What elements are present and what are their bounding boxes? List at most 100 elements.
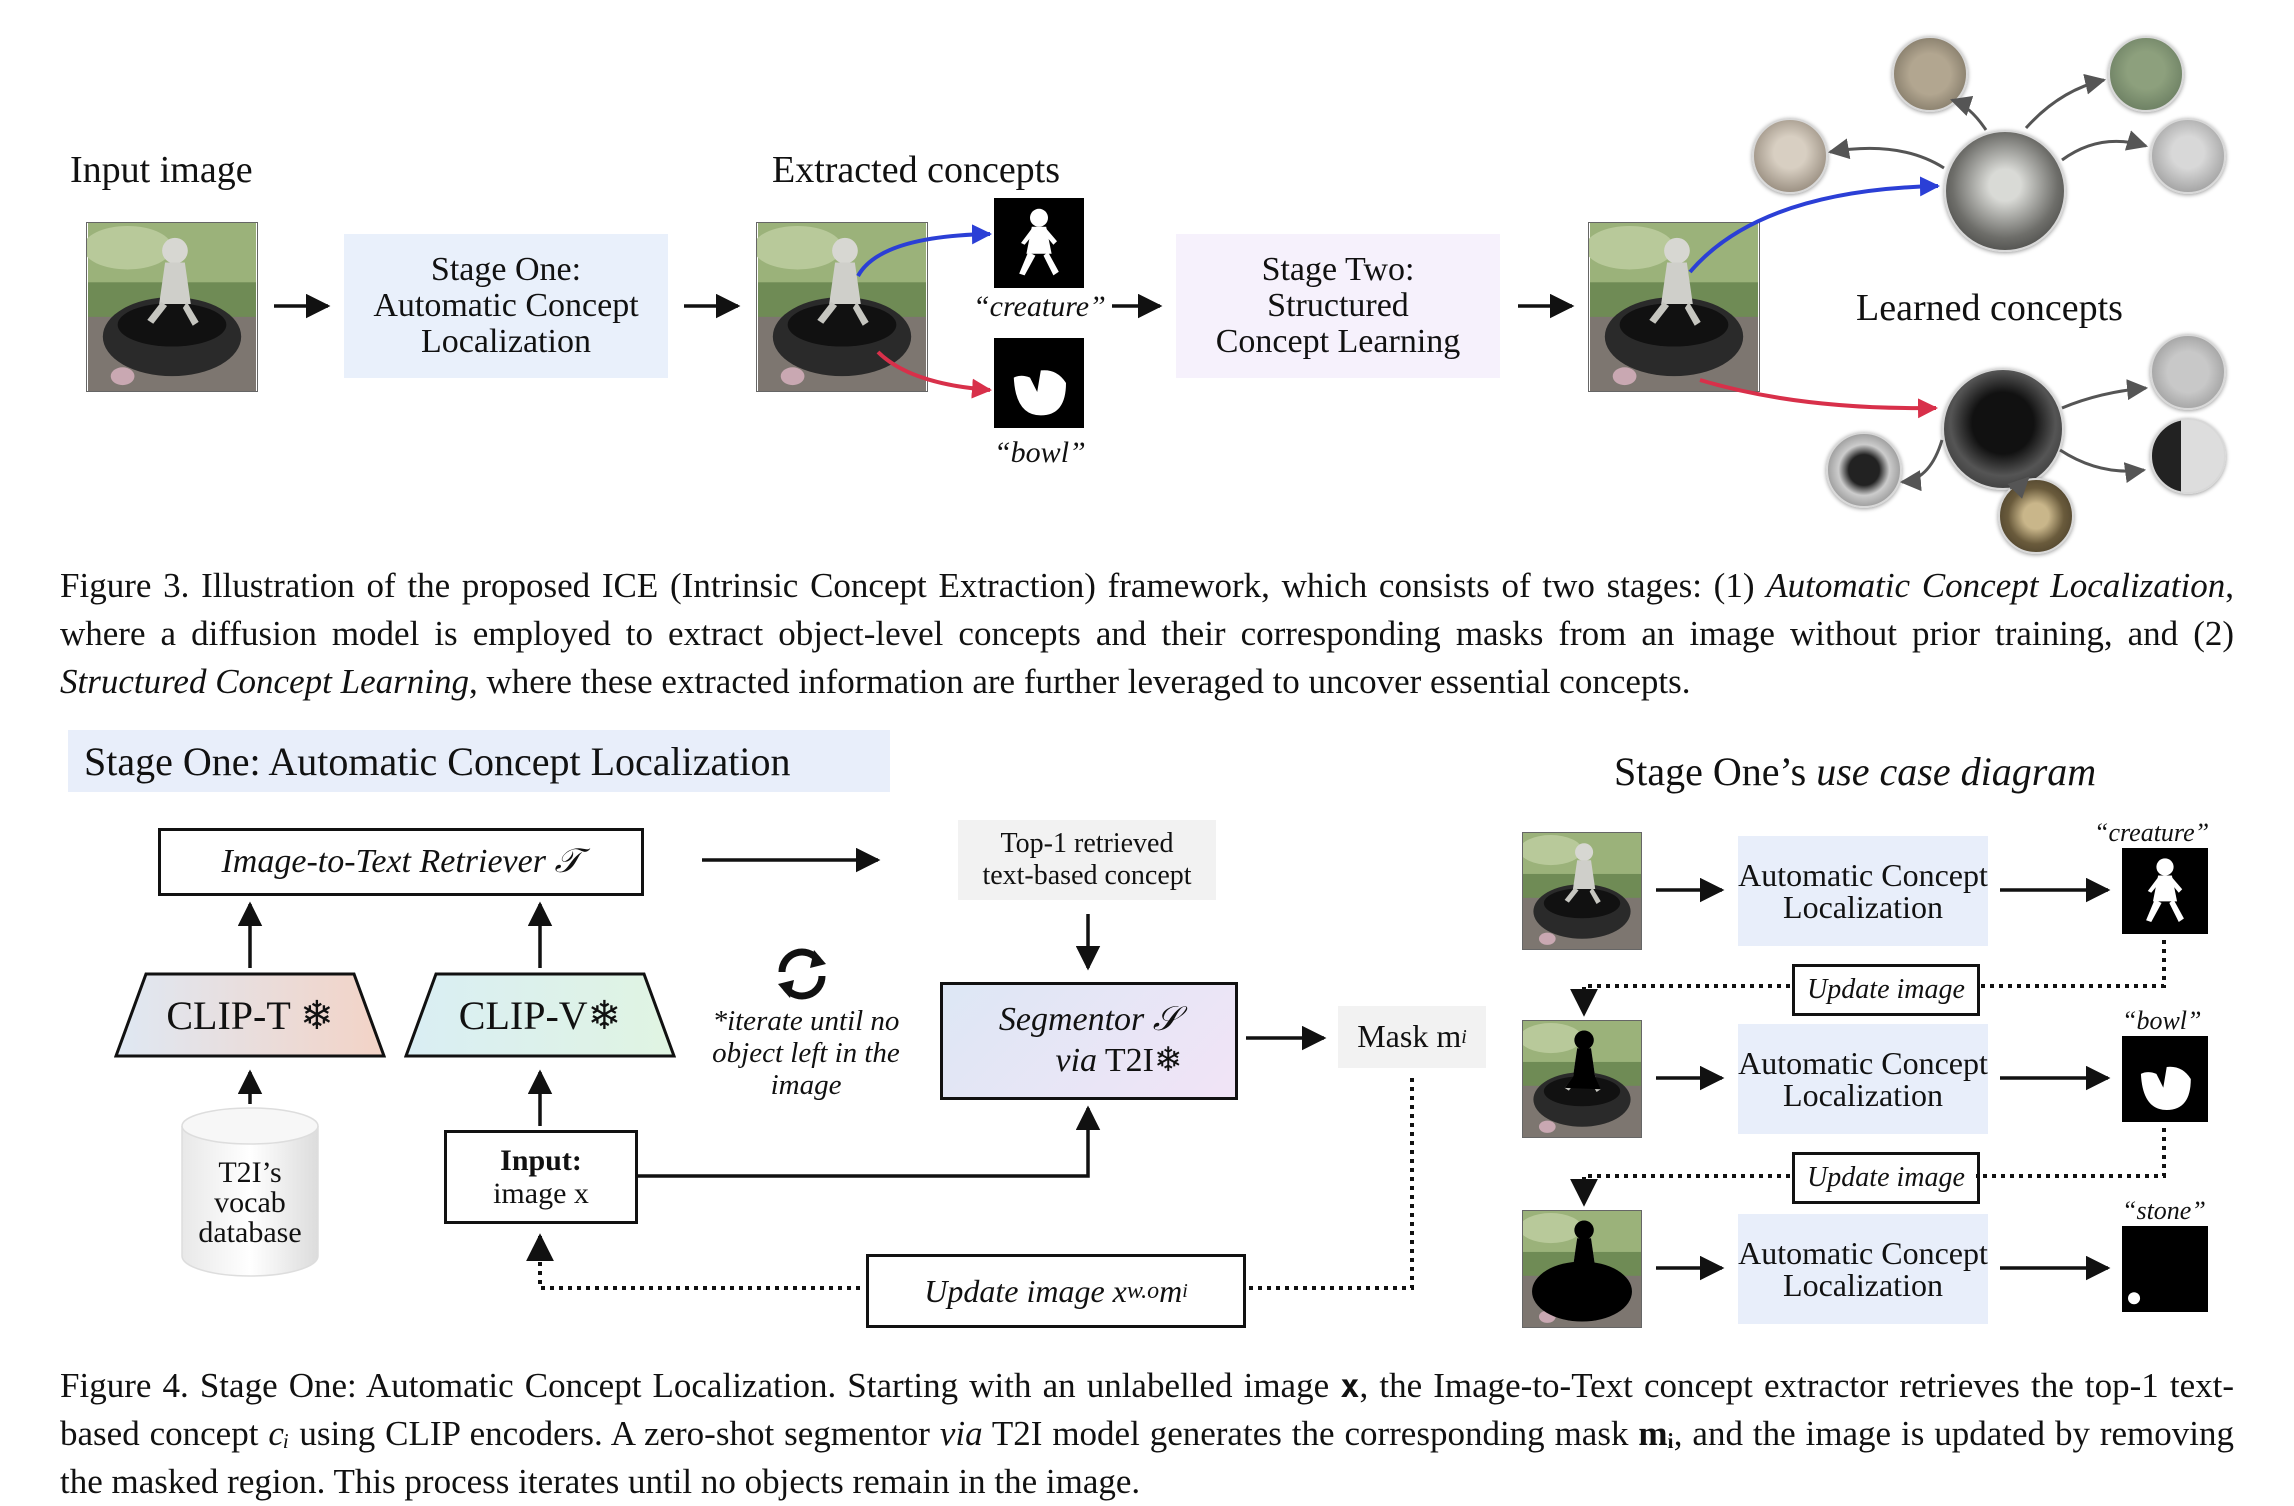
use-case-stone-mask bbox=[2122, 1226, 2208, 1312]
use-case-stone-label: “stone” bbox=[2122, 1196, 2206, 1225]
stage-one-line-3: Localization bbox=[421, 322, 591, 360]
top1-concept-box: Top-1 retrieved text-based concept bbox=[958, 820, 1216, 900]
creature-white-circle bbox=[2150, 118, 2226, 194]
iterate-line-3: image bbox=[770, 1068, 842, 1101]
acl-1-line-1: Automatic Concept bbox=[1738, 857, 1988, 893]
fig3-arrows bbox=[274, 73, 2149, 499]
retriever-label: Image-to-Text Retriever 𝒯 bbox=[221, 843, 581, 880]
use-case-title-main: Stage One’s bbox=[1614, 749, 1817, 794]
acl-3-line-2: Localization bbox=[1783, 1267, 1943, 1303]
use-case-bowl-label: “bowl” bbox=[2122, 1006, 2202, 1035]
use-case-arrows bbox=[1570, 877, 2166, 1281]
use-case-title-it: use case diagram bbox=[1816, 749, 2097, 794]
segmentor-line-1: Segmentor 𝒮 bbox=[998, 1001, 1180, 1039]
clip-v-encoder: CLIP-V❄ bbox=[404, 972, 676, 1058]
bowl-scene-circle bbox=[2150, 418, 2226, 494]
fig4-caption-p5: , and the image is updated by removing t… bbox=[60, 1414, 2235, 1501]
segmentor-t2i: T2I❄ bbox=[1097, 1042, 1183, 1079]
fig4-caption-mi: mᵢ bbox=[1638, 1414, 1674, 1453]
creature-pose-circle bbox=[1752, 118, 1828, 194]
update-m: m bbox=[1159, 1272, 1183, 1309]
acl-1-line-2: Localization bbox=[1783, 889, 1943, 925]
segmentor-via: via bbox=[1055, 1042, 1098, 1079]
stage-two-line-2: Structured bbox=[1267, 287, 1409, 325]
input-image-node: Input: image x bbox=[444, 1130, 638, 1224]
acl-box-3: Automatic Concept Localization bbox=[1738, 1214, 1988, 1324]
use-case-image-2 bbox=[1522, 1020, 1642, 1138]
figure-4-caption: Figure 4. Stage One: Automatic Concept L… bbox=[60, 1362, 2234, 1506]
vocab-line-2: vocab bbox=[214, 1186, 286, 1219]
input-bold: Input: bbox=[500, 1144, 582, 1177]
fig3-caption-p3: , where these extracted information are … bbox=[468, 662, 1691, 701]
clip-t-encoder: CLIP-T ❄ bbox=[114, 972, 386, 1058]
fig3-caption-p2: , where a diffusion model is employed to… bbox=[60, 566, 2234, 653]
input-image bbox=[86, 222, 258, 392]
input-image-label: Input image bbox=[70, 149, 253, 191]
creature-concept-circle bbox=[1944, 130, 2066, 252]
creature-label: “creature” bbox=[973, 290, 1106, 323]
fig4-caption-x: x bbox=[1340, 1367, 1360, 1405]
mask-label: Mask m bbox=[1357, 1018, 1462, 1055]
top1-line-2: text-based concept bbox=[982, 860, 1192, 891]
acl-2-line-1: Automatic Concept bbox=[1738, 1045, 1988, 1081]
vocab-database: T2I’s vocab database bbox=[178, 1106, 322, 1280]
acl-box-1: Automatic Concept Localization bbox=[1738, 836, 1988, 946]
image-to-text-retriever: Image-to-Text Retriever 𝒯 bbox=[158, 828, 644, 896]
stage-two-image bbox=[1588, 222, 1760, 392]
fig4-caption-p3: using CLIP encoders. A zero-shot segment… bbox=[289, 1414, 940, 1453]
stage-two-line-1: Stage Two: bbox=[1261, 251, 1415, 289]
update-image-box-1: Update image bbox=[1792, 964, 1980, 1016]
bowl-mask-image bbox=[994, 338, 1084, 428]
stage-one-line-2: Automatic Concept bbox=[373, 287, 639, 325]
update-sub: i bbox=[1182, 1279, 1188, 1302]
mask-sub: i bbox=[1461, 1025, 1467, 1048]
fig4-flow-arrows bbox=[237, 847, 1414, 1290]
iterate-note: *iterate until no object left in the ima… bbox=[690, 1005, 922, 1102]
use-case-image-3 bbox=[1522, 1210, 1642, 1328]
segmentor-node: Segmentor 𝒮 via T2I❄ bbox=[940, 982, 1238, 1100]
iterate-line-1: *iterate until no bbox=[712, 1005, 900, 1037]
stage-one-box: Stage One: Automatic Concept Localizatio… bbox=[344, 234, 668, 378]
creature-mask-image bbox=[994, 198, 1084, 288]
figure-3-caption: Figure 3. Illustration of the proposed I… bbox=[60, 562, 2234, 706]
iterate-line-2: object left in the bbox=[712, 1036, 900, 1069]
iterate-cycle-icon bbox=[770, 942, 834, 1006]
creature-green-circle bbox=[2108, 36, 2184, 112]
clip-t-label: CLIP-T ❄ bbox=[166, 992, 334, 1038]
extracted-image bbox=[756, 222, 928, 392]
fig3-caption-p1: Figure 3. Illustration of the proposed I… bbox=[60, 566, 1767, 605]
use-case-creature-label: “creature” bbox=[2094, 818, 2210, 847]
update-wo: w.o bbox=[1126, 1277, 1160, 1304]
stage-one-line-1: Stage One: bbox=[430, 251, 582, 289]
fig4-title: Stage One: Automatic Concept Localizatio… bbox=[84, 739, 791, 784]
top1-line-1: Top-1 retrieved bbox=[1000, 827, 1174, 859]
use-case-image-1 bbox=[1522, 832, 1642, 950]
vocab-line-1: T2I’s bbox=[218, 1156, 282, 1189]
input-sub: image x bbox=[493, 1177, 589, 1210]
fig4-caption-p2: , the Image-to-Text concept extractor re… bbox=[60, 1366, 2235, 1453]
fig4-caption-p1: Figure 4. Stage One: Automatic Concept L… bbox=[60, 1366, 1341, 1405]
stage-two-line-3: Concept Learning bbox=[1215, 322, 1461, 360]
use-case-bowl-mask bbox=[2122, 1036, 2208, 1122]
bowl-cup-circle bbox=[1826, 432, 1902, 508]
vocab-line-3: database bbox=[198, 1216, 302, 1249]
fig3-caption-i1: Automatic Concept Localization bbox=[1766, 566, 2226, 605]
fig4-caption-ci: cᵢ bbox=[268, 1414, 290, 1453]
stage-two-box: Stage Two: Structured Concept Learning bbox=[1176, 234, 1500, 378]
update-image-box-2: Update image bbox=[1792, 1152, 1980, 1204]
fig4-caption-via: via bbox=[939, 1414, 983, 1453]
clip-v-label: CLIP-V❄ bbox=[458, 992, 622, 1038]
update-main: Update image x bbox=[924, 1272, 1127, 1309]
acl-box-2: Automatic Concept Localization bbox=[1738, 1024, 1988, 1134]
extracted-concepts-label: Extracted concepts bbox=[772, 149, 1061, 191]
fig4-title-bar bbox=[68, 730, 890, 792]
learned-concepts-label: Learned concepts bbox=[1856, 287, 2123, 329]
fig4-caption-p4: T2I model generates the corresponding ma… bbox=[982, 1414, 1639, 1453]
bowl-stone-circle bbox=[2150, 334, 2226, 410]
acl-3-line-1: Automatic Concept bbox=[1738, 1235, 1988, 1271]
bowl-label: “bowl” bbox=[994, 436, 1086, 469]
use-case-title: Stage One’s use case diagram bbox=[1614, 748, 2096, 795]
acl-2-line-2: Localization bbox=[1783, 1077, 1943, 1113]
